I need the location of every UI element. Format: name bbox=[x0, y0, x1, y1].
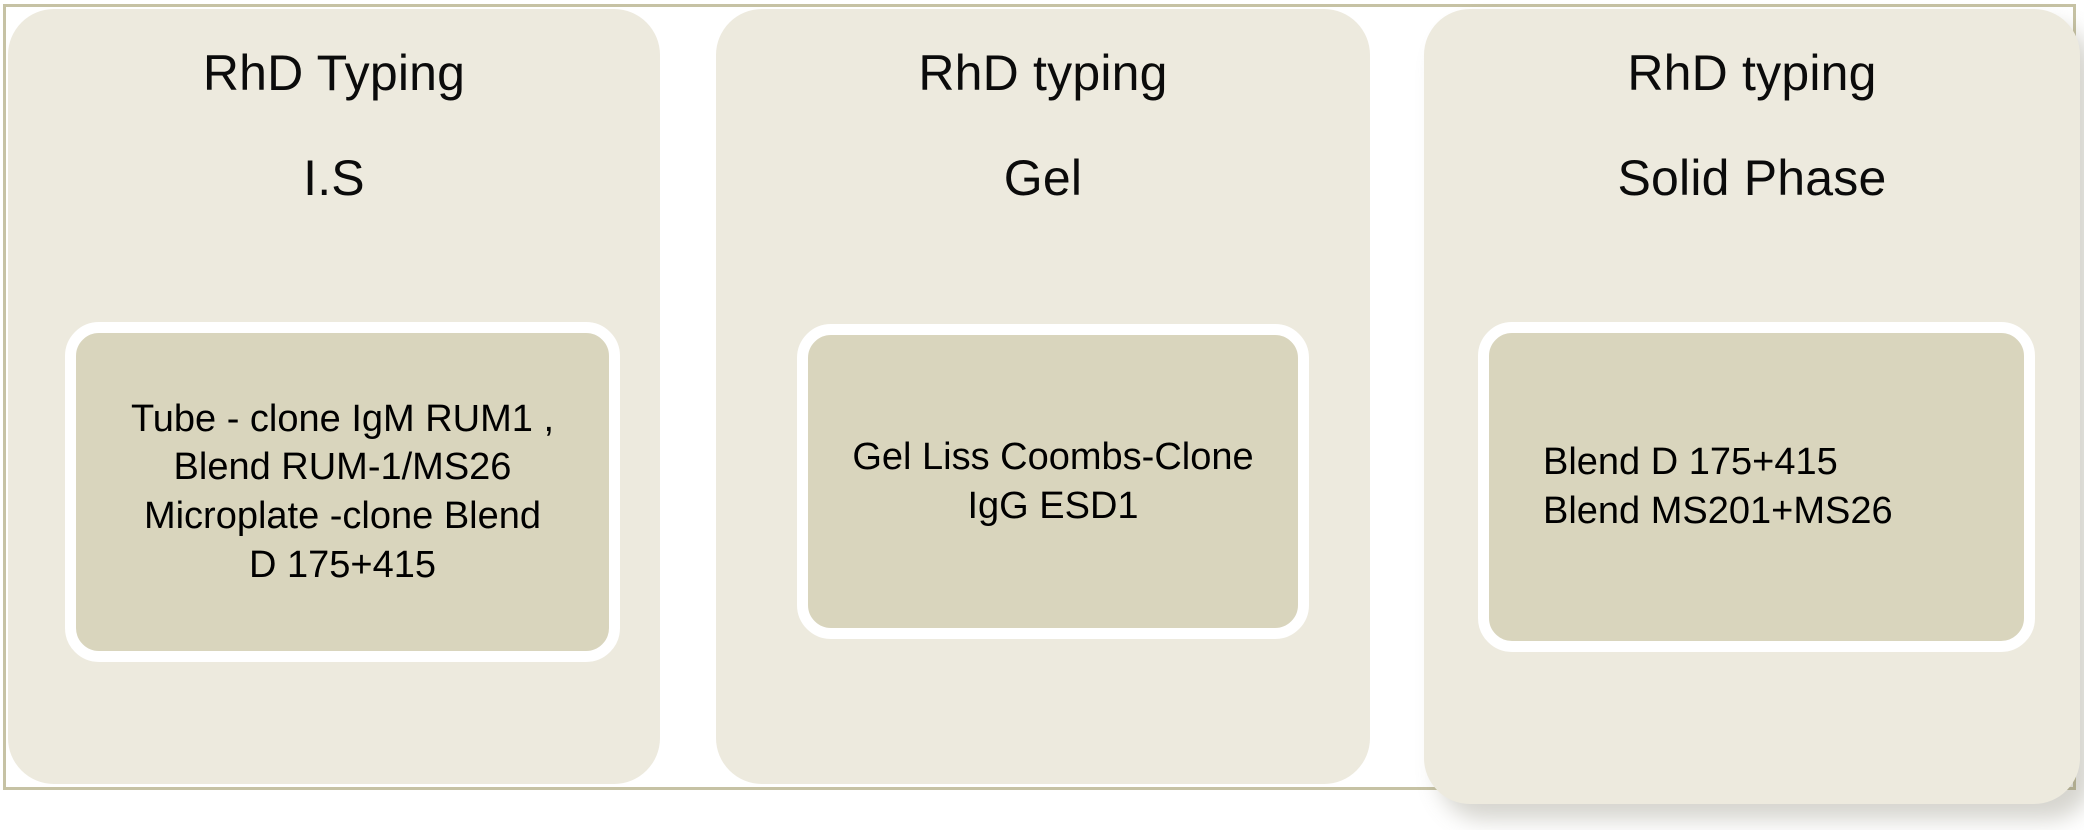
panel-1-detail-box[interactable]: Tube - clone IgM RUM1 , Blend RUM-1/MS26… bbox=[65, 322, 620, 662]
panel-2-heading-method: Gel bbox=[1003, 150, 1083, 206]
panel-2-detail-box[interactable]: Gel Liss Coombs-Clone IgG ESD1 bbox=[797, 324, 1309, 639]
panel-2-heading-primary: RhD typing bbox=[918, 45, 1168, 101]
panel-3-detail-box[interactable]: Blend D 175+415 Blend MS201+MS26 bbox=[1478, 322, 2035, 652]
panel-rhd-typing-solid-phase[interactable]: RhD typing Solid Phase Blend D 175+415 B… bbox=[1424, 9, 2080, 804]
panel-1-heading-primary: RhD Typing bbox=[202, 45, 466, 101]
panel-3-detail-text: Blend D 175+415 Blend MS201+MS26 bbox=[1543, 441, 1893, 532]
panel-2-detail-text: Gel Liss Coombs-Clone IgG ESD1 bbox=[852, 435, 1254, 527]
panel-3-heading-primary: RhD typing bbox=[1627, 45, 1877, 101]
panel-rhd-typing-is[interactable]: RhD Typing I.S Tube - clone IgM RUM1 , B… bbox=[8, 9, 660, 784]
panel-rhd-typing-gel[interactable]: RhD typing Gel Gel Liss Coombs-Clone IgG… bbox=[716, 9, 1370, 784]
panel-1-heading-method: I.S bbox=[303, 150, 365, 206]
panel-1-detail-text: Tube - clone IgM RUM1 , Blend RUM-1/MS26… bbox=[130, 397, 555, 586]
panel-3-heading-method: Solid Phase bbox=[1617, 150, 1887, 206]
